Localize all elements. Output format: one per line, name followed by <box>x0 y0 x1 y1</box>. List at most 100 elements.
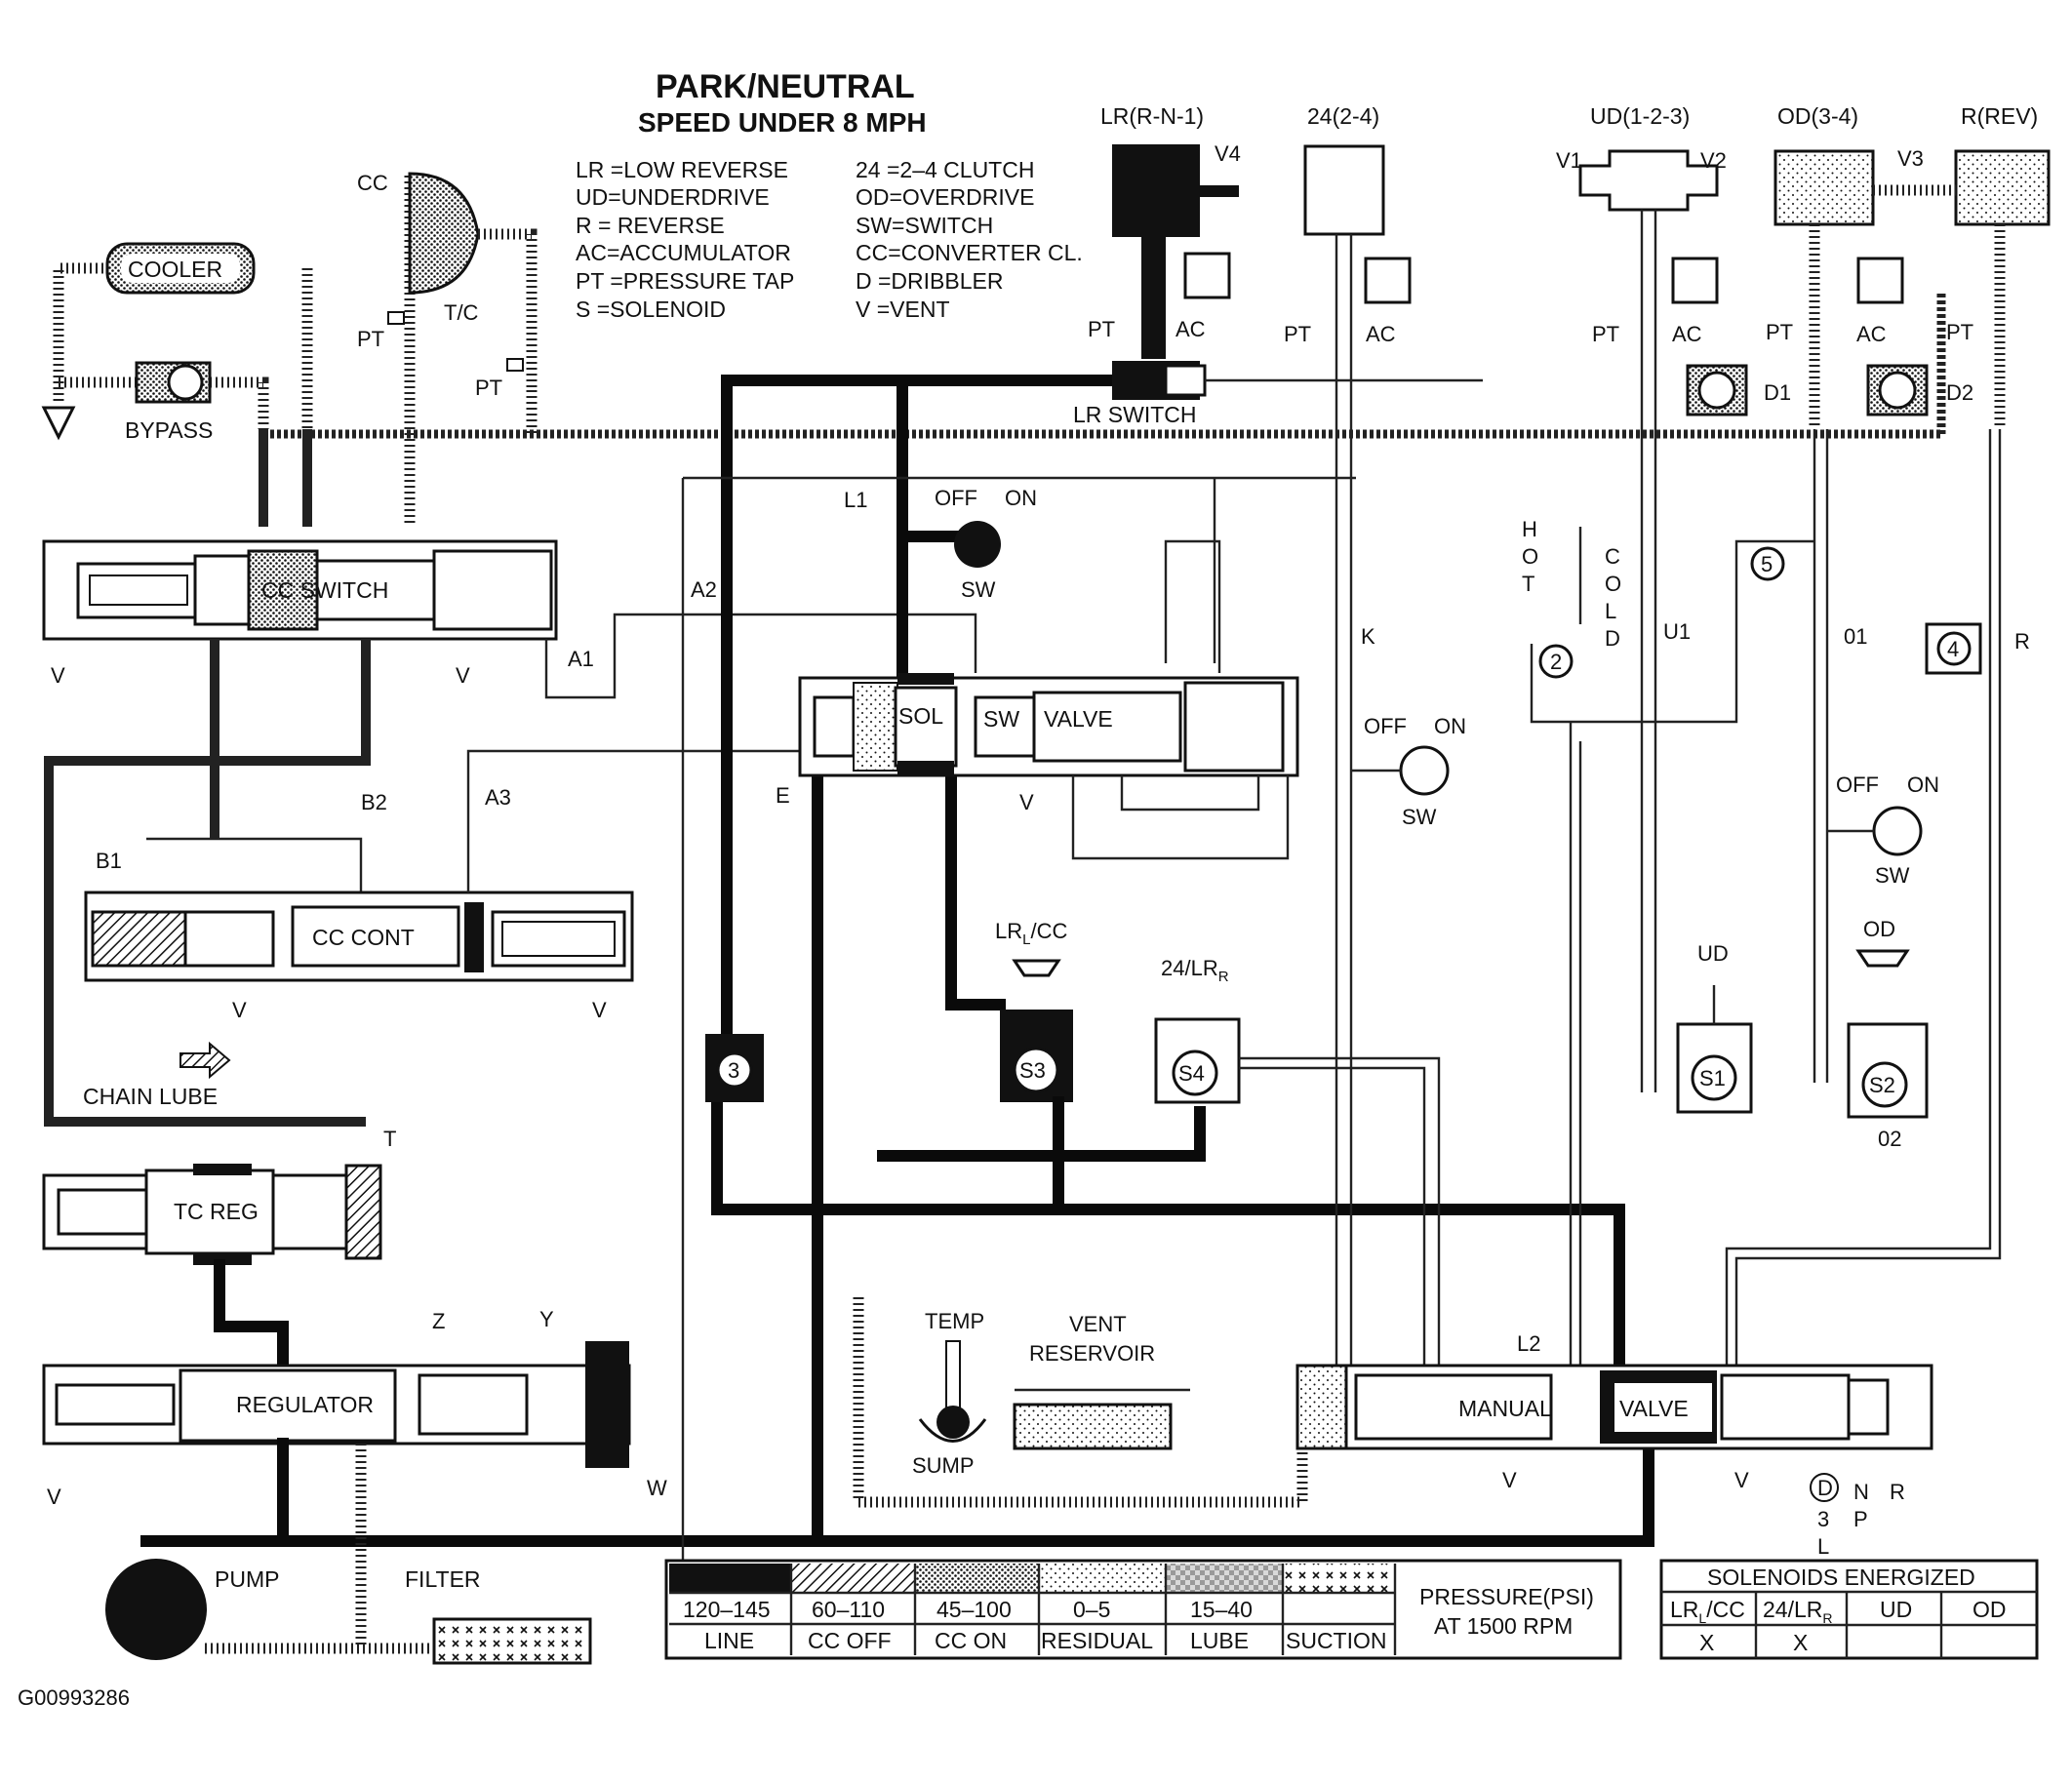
vent-regulator: V <box>47 1485 61 1509</box>
check-ball-5 <box>1750 546 1785 581</box>
pressure-tap-tc-right <box>506 358 524 372</box>
label-o2: 02 <box>1878 1127 1901 1151</box>
torque-converter: CC T/C PT PT <box>259 171 538 527</box>
selector-3: 3 <box>1817 1507 1829 1531</box>
label-a2: A2 <box>691 577 717 602</box>
label-v4: V4 <box>1215 141 1241 166</box>
ac-label-od: AC <box>1856 322 1887 346</box>
pt-label-od: PT <box>1766 320 1793 344</box>
regulator-valve: REGULATOR V W Z Y <box>42 1259 667 1509</box>
sw-valve-label: SW <box>983 706 1019 732</box>
label-y: Y <box>539 1307 554 1331</box>
range-cc-on: 45–100 <box>936 1597 1012 1622</box>
s2-label: S2 <box>1869 1073 1895 1097</box>
label-v1: V1 <box>1556 148 1582 173</box>
sw-label-2: SW <box>1402 805 1437 829</box>
label-b1: B1 <box>96 849 122 873</box>
pt-label-tc-left: PT <box>357 327 384 351</box>
pt-label-tc-right: PT <box>475 376 502 400</box>
swatch-residual <box>1039 1564 1166 1593</box>
label-w: W <box>647 1476 667 1500</box>
lr-cc-label: LRL/CC <box>995 919 1067 948</box>
s3-label: S3 <box>1019 1058 1046 1083</box>
label-b2: B2 <box>361 790 387 814</box>
sw-label-3: SW <box>1875 863 1910 888</box>
abbrev-right-0: 24 =2–4 CLUTCH <box>856 157 1034 182</box>
name-residual: RESIDUAL <box>1041 1628 1153 1653</box>
sw-label-1: SW <box>961 577 996 602</box>
check-ball-4 <box>1936 631 1972 666</box>
cc-cont-label: CC CONT <box>312 925 415 950</box>
abbrev-right-2: SW=SWITCH <box>856 213 993 238</box>
solenoid-s2: OD S2 02 <box>1847 917 1929 1151</box>
swatch-lube <box>1166 1564 1283 1593</box>
pt-label-24: PT <box>1284 322 1311 346</box>
ball-5-label: 5 <box>1761 552 1773 576</box>
s24-lr-label: 24/LRR <box>1161 956 1229 985</box>
clutch-od-label: OD(3-4) <box>1777 103 1858 129</box>
energized-col-1: 24/LRR <box>1763 1597 1833 1626</box>
s1-ud-label: UD <box>1697 941 1729 966</box>
swatch-line <box>669 1564 791 1593</box>
pressure-switch-1 <box>954 521 1001 568</box>
ac-label-ud: AC <box>1672 322 1702 346</box>
abbreviation-key: LR =LOW REVERSE UD=UNDERDRIVE R = REVERS… <box>576 157 1083 322</box>
name-lube: LUBE <box>1190 1628 1249 1653</box>
label-k: K <box>1361 624 1375 649</box>
vent-cc-cont-right: V <box>592 998 607 1022</box>
s2-od-label: OD <box>1863 917 1895 941</box>
manual-valve: MANUAL VALVE L2 V V D 3 L N P R <box>1295 1331 1933 1559</box>
on-label-1: ON <box>1005 486 1037 510</box>
cc-switch-valve: CC SWITCH V V <box>42 539 558 688</box>
solenoid-s4: 24/LRR S4 <box>1154 956 1441 1366</box>
label-o1: 01 <box>1844 624 1867 649</box>
selector-l: L <box>1817 1534 1829 1559</box>
manual-valve-label: VALVE <box>1619 1396 1689 1421</box>
energized-heading: SOLENOIDS ENERGIZED <box>1707 1565 1975 1590</box>
label-l1: L1 <box>844 488 867 512</box>
manual-label: MANUAL <box>1458 1396 1552 1421</box>
swatch-cc-off <box>791 1564 915 1593</box>
cooler-label: COOLER <box>128 257 222 282</box>
bypass-check-ball <box>167 364 204 401</box>
vent-manual-1: V <box>1502 1468 1517 1492</box>
hot-o: O <box>1522 544 1538 569</box>
cold-l: L <box>1605 599 1616 623</box>
cc-label: CC <box>357 171 388 195</box>
abbrev-right-4: D =DRIBBLER <box>856 268 1003 294</box>
on-label-3: ON <box>1907 773 1939 797</box>
vent-cc-cont-left: V <box>232 998 247 1022</box>
cold-d: D <box>1605 626 1620 651</box>
bypass-label: BYPASS <box>125 417 213 443</box>
reservoir <box>1013 1403 1173 1450</box>
ball-2-label: 2 <box>1550 650 1562 674</box>
sump-label: SUMP <box>912 1453 975 1478</box>
abbrev-right-1: OD=OVERDRIVE <box>856 184 1034 210</box>
filter <box>432 1617 592 1665</box>
check-ball-3: 3 E <box>705 783 790 1102</box>
label-l2: L2 <box>1517 1331 1540 1356</box>
tc-label: T/C <box>444 300 479 325</box>
energized-col-0: LRL/CC <box>1670 1597 1745 1626</box>
pressure-legend: 120–145 60–110 45–100 0–5 15–40 LINE CC … <box>664 1559 1622 1660</box>
chain-lube: CHAIN LUBE <box>83 1041 231 1109</box>
s1-label: S1 <box>1699 1066 1726 1090</box>
cooler-drain-arrow <box>41 406 76 441</box>
label-t: T <box>383 1127 396 1151</box>
ac-label-lr: AC <box>1175 317 1206 341</box>
abbrev-left-5: S =SOLENOID <box>576 297 726 322</box>
solenoid-s1: UD S1 <box>1676 941 1753 1114</box>
label-v3: V3 <box>1897 146 1924 171</box>
label-u1: U1 <box>1663 619 1691 644</box>
energized-col-0-main: LR <box>1670 1597 1698 1622</box>
name-cc-off: CC OFF <box>808 1628 892 1653</box>
label-a3: A3 <box>485 785 511 810</box>
abbrev-left-0: LR =LOW REVERSE <box>576 157 788 182</box>
pressure-caption-2: AT 1500 RPM <box>1434 1613 1573 1639</box>
label-v2: V2 <box>1700 148 1727 173</box>
energized-col-1-main: 24/LR <box>1763 1597 1822 1622</box>
abbrev-left-3: AC=ACCUMULATOR <box>576 240 791 265</box>
clutch-ud-label: UD(1-2-3) <box>1590 103 1690 129</box>
